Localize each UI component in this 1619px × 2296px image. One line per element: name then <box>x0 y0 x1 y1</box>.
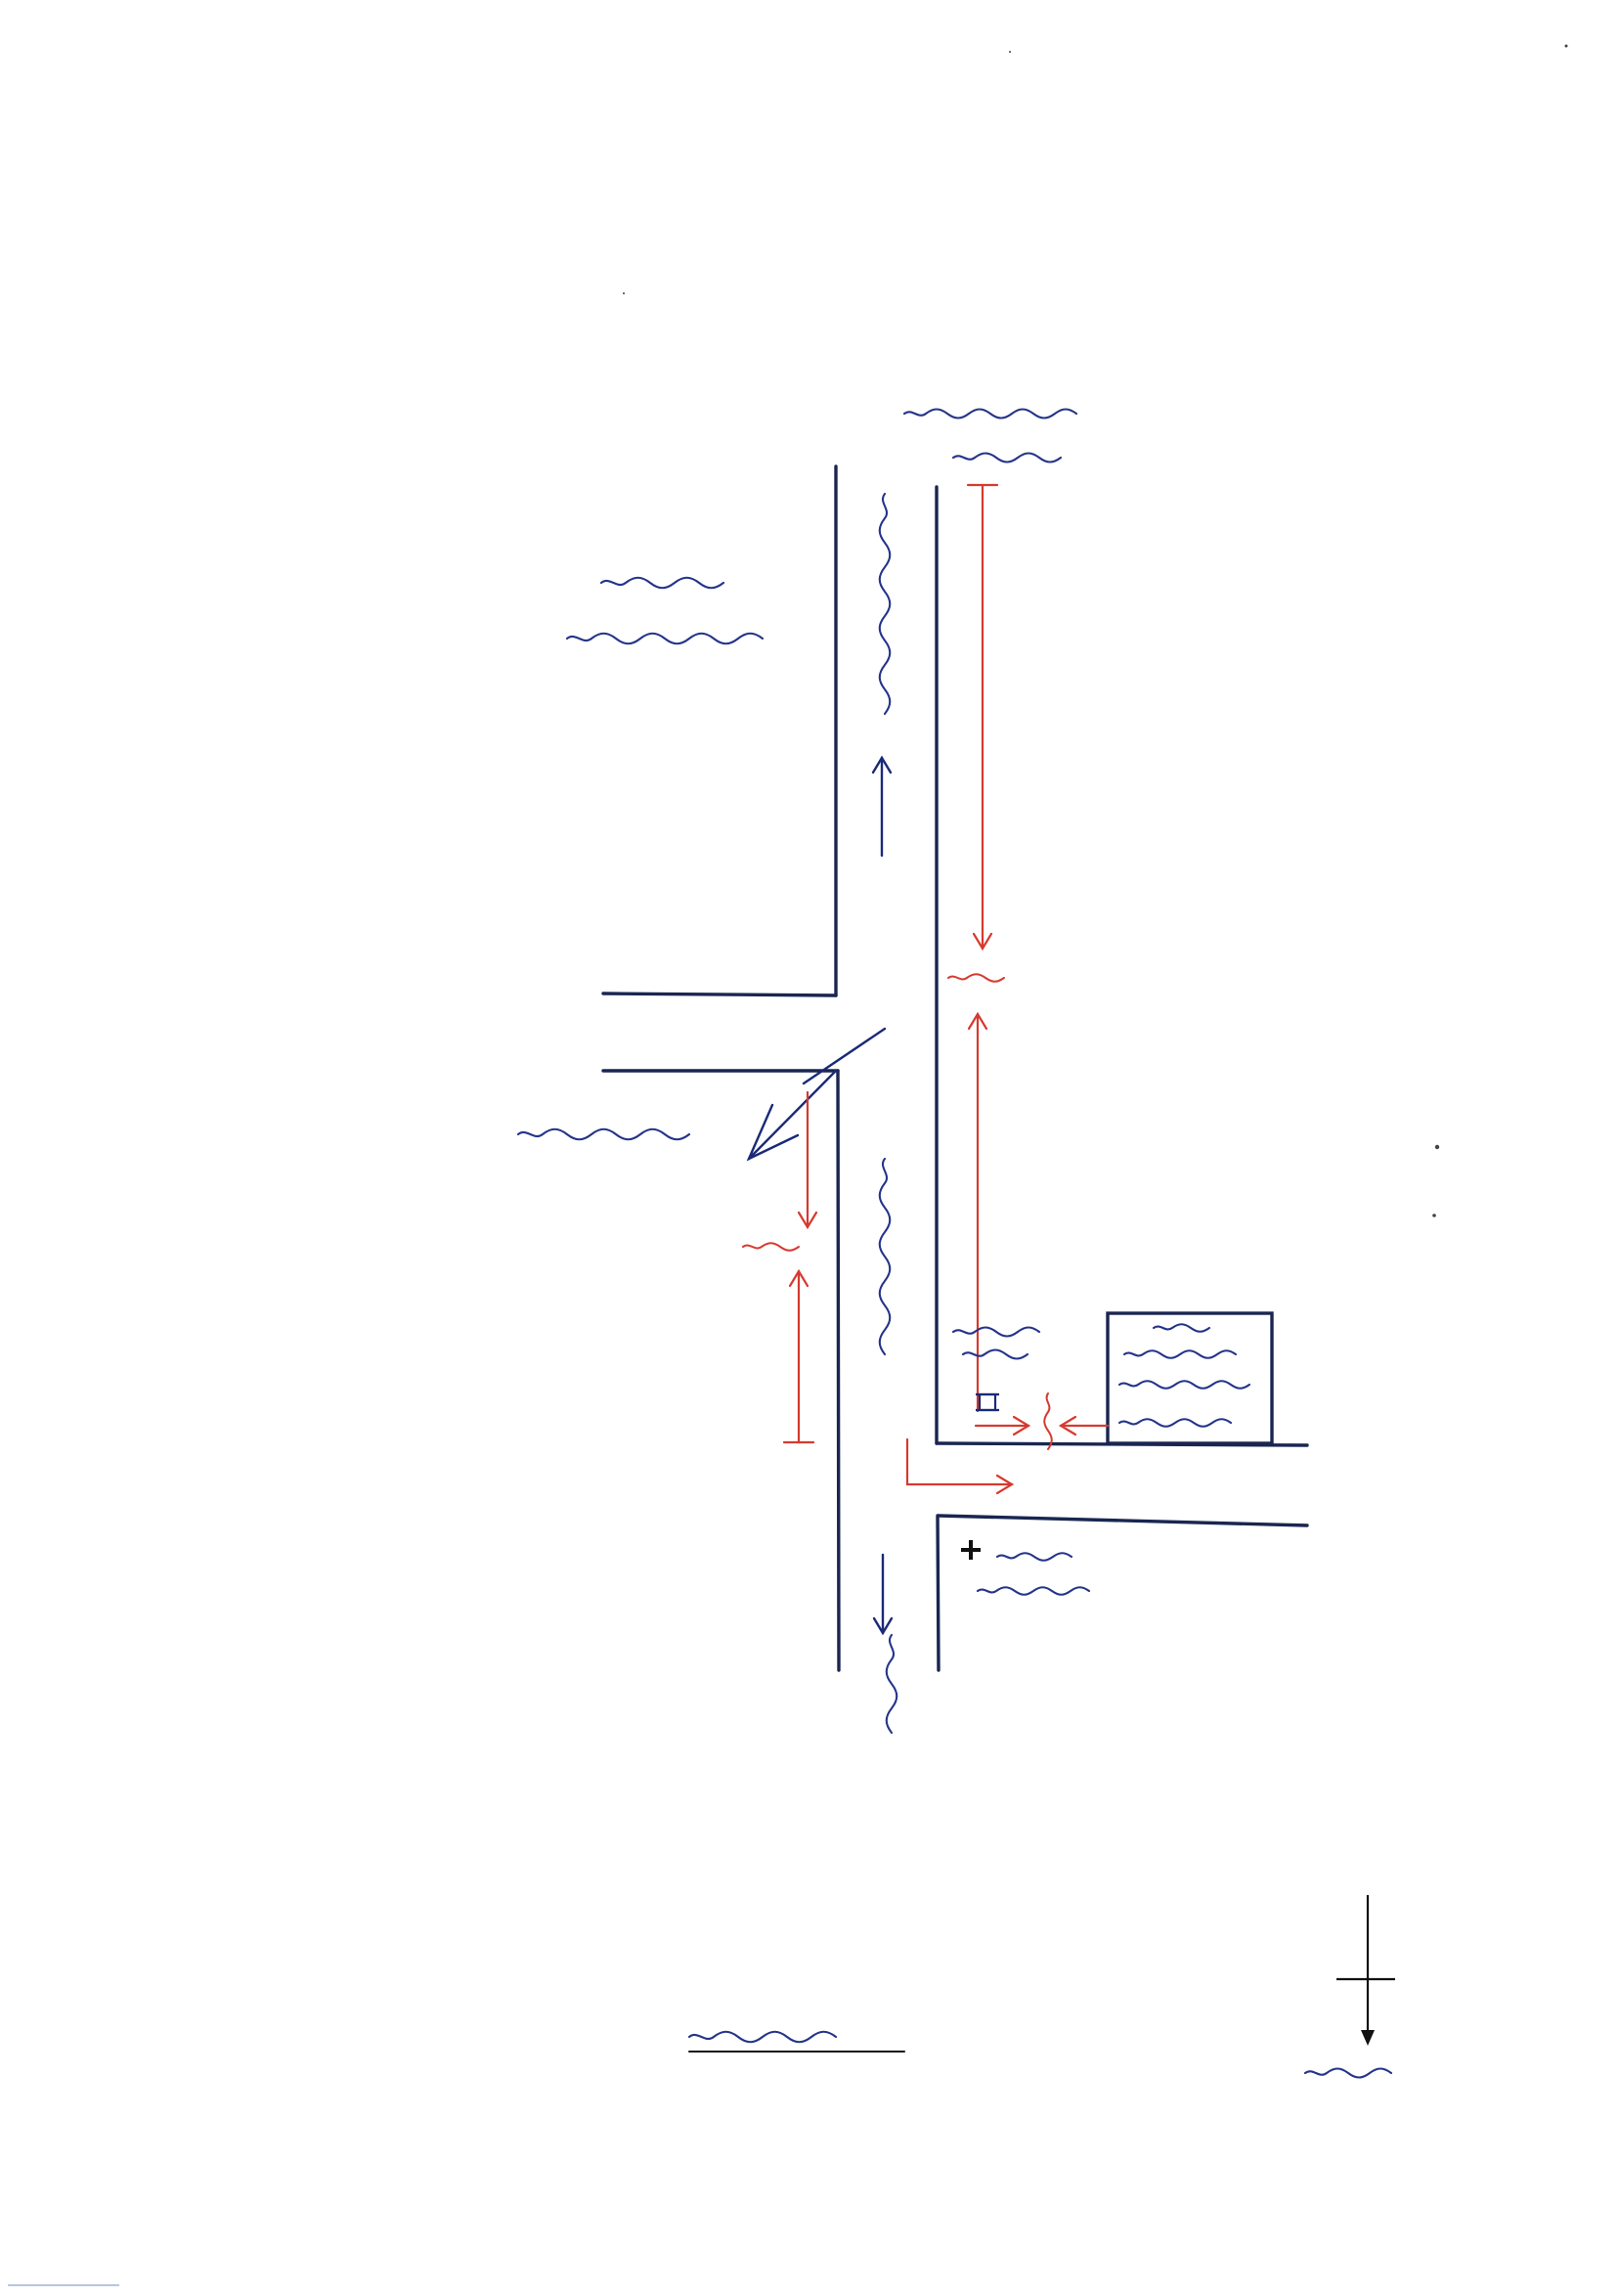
handwriting-left-road-lower <box>878 1157 892 1356</box>
red-arrowhead-long-lower <box>967 1011 988 1031</box>
pagoda-icon <box>976 1392 999 1412</box>
handwriting-lower-left-heading <box>687 2030 905 2053</box>
side-street-left-top <box>601 992 838 997</box>
road-left-lower-edge <box>836 1069 841 1672</box>
handwriting-top-road-right <box>902 408 1078 464</box>
red-arrowhead-left-upper <box>797 1211 818 1230</box>
handwriting-hospital-label <box>976 1552 1091 1596</box>
landmark-building-box <box>1106 1311 1274 1445</box>
red-turn-arrow <box>905 1437 1014 1486</box>
hospital-cross-icon <box>961 1540 981 1560</box>
red-arrowhead-short <box>1012 1415 1031 1436</box>
road-right-lower-edge <box>936 1514 941 1672</box>
pointer-arrowhead <box>746 1103 800 1162</box>
red-arrowhead-left-lower <box>788 1268 810 1288</box>
red-arrowhead-long-upper <box>972 932 993 951</box>
handwriting-bottom-road <box>885 1633 898 1735</box>
side-street-right-bottom <box>937 1514 1309 1527</box>
direction-arrowhead-upper <box>871 755 893 774</box>
red-turn-arrowhead <box>995 1474 1015 1495</box>
pointer-line <box>802 1027 887 1085</box>
handwriting-side-street-left <box>516 1127 691 1141</box>
compass-north-arrow <box>1336 1895 1395 2046</box>
handwriting-north-label <box>1303 2067 1393 2079</box>
handwriting-pagoda-label <box>951 1326 1041 1360</box>
handwriting-red-distances <box>742 973 1053 1450</box>
red-arrowhead-short-right <box>1058 1415 1077 1436</box>
handwriting-left-upper-area <box>565 576 765 645</box>
handwriting-left-road-upper <box>878 492 892 716</box>
direction-arrowhead-lower <box>872 1616 894 1636</box>
pointer-line-lower <box>747 1069 838 1161</box>
handwriting-building-label <box>1117 1323 1251 1428</box>
